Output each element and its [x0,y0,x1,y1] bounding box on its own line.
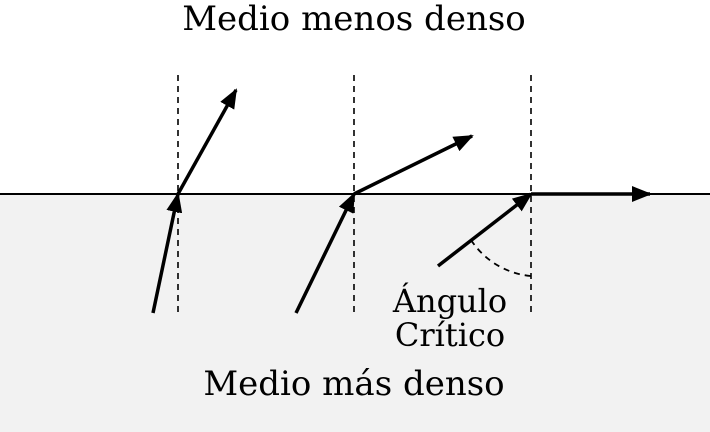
incident-ray-1 [151,192,183,314]
critical-angle-label-line2: Crítico [395,316,505,354]
more-dense-label: Medio más denso [203,364,504,404]
critical-angle-label-line1: Ángulo [392,282,507,320]
refracted-ray-1 [176,88,238,195]
refracted-ray-2 [353,134,474,196]
less-dense-label: Medio menos denso [182,0,526,39]
critical-angle-arc [470,239,532,277]
incident-ray-2 [294,192,356,314]
dense-medium-region [0,194,710,432]
incident-ray-critical [436,192,533,268]
